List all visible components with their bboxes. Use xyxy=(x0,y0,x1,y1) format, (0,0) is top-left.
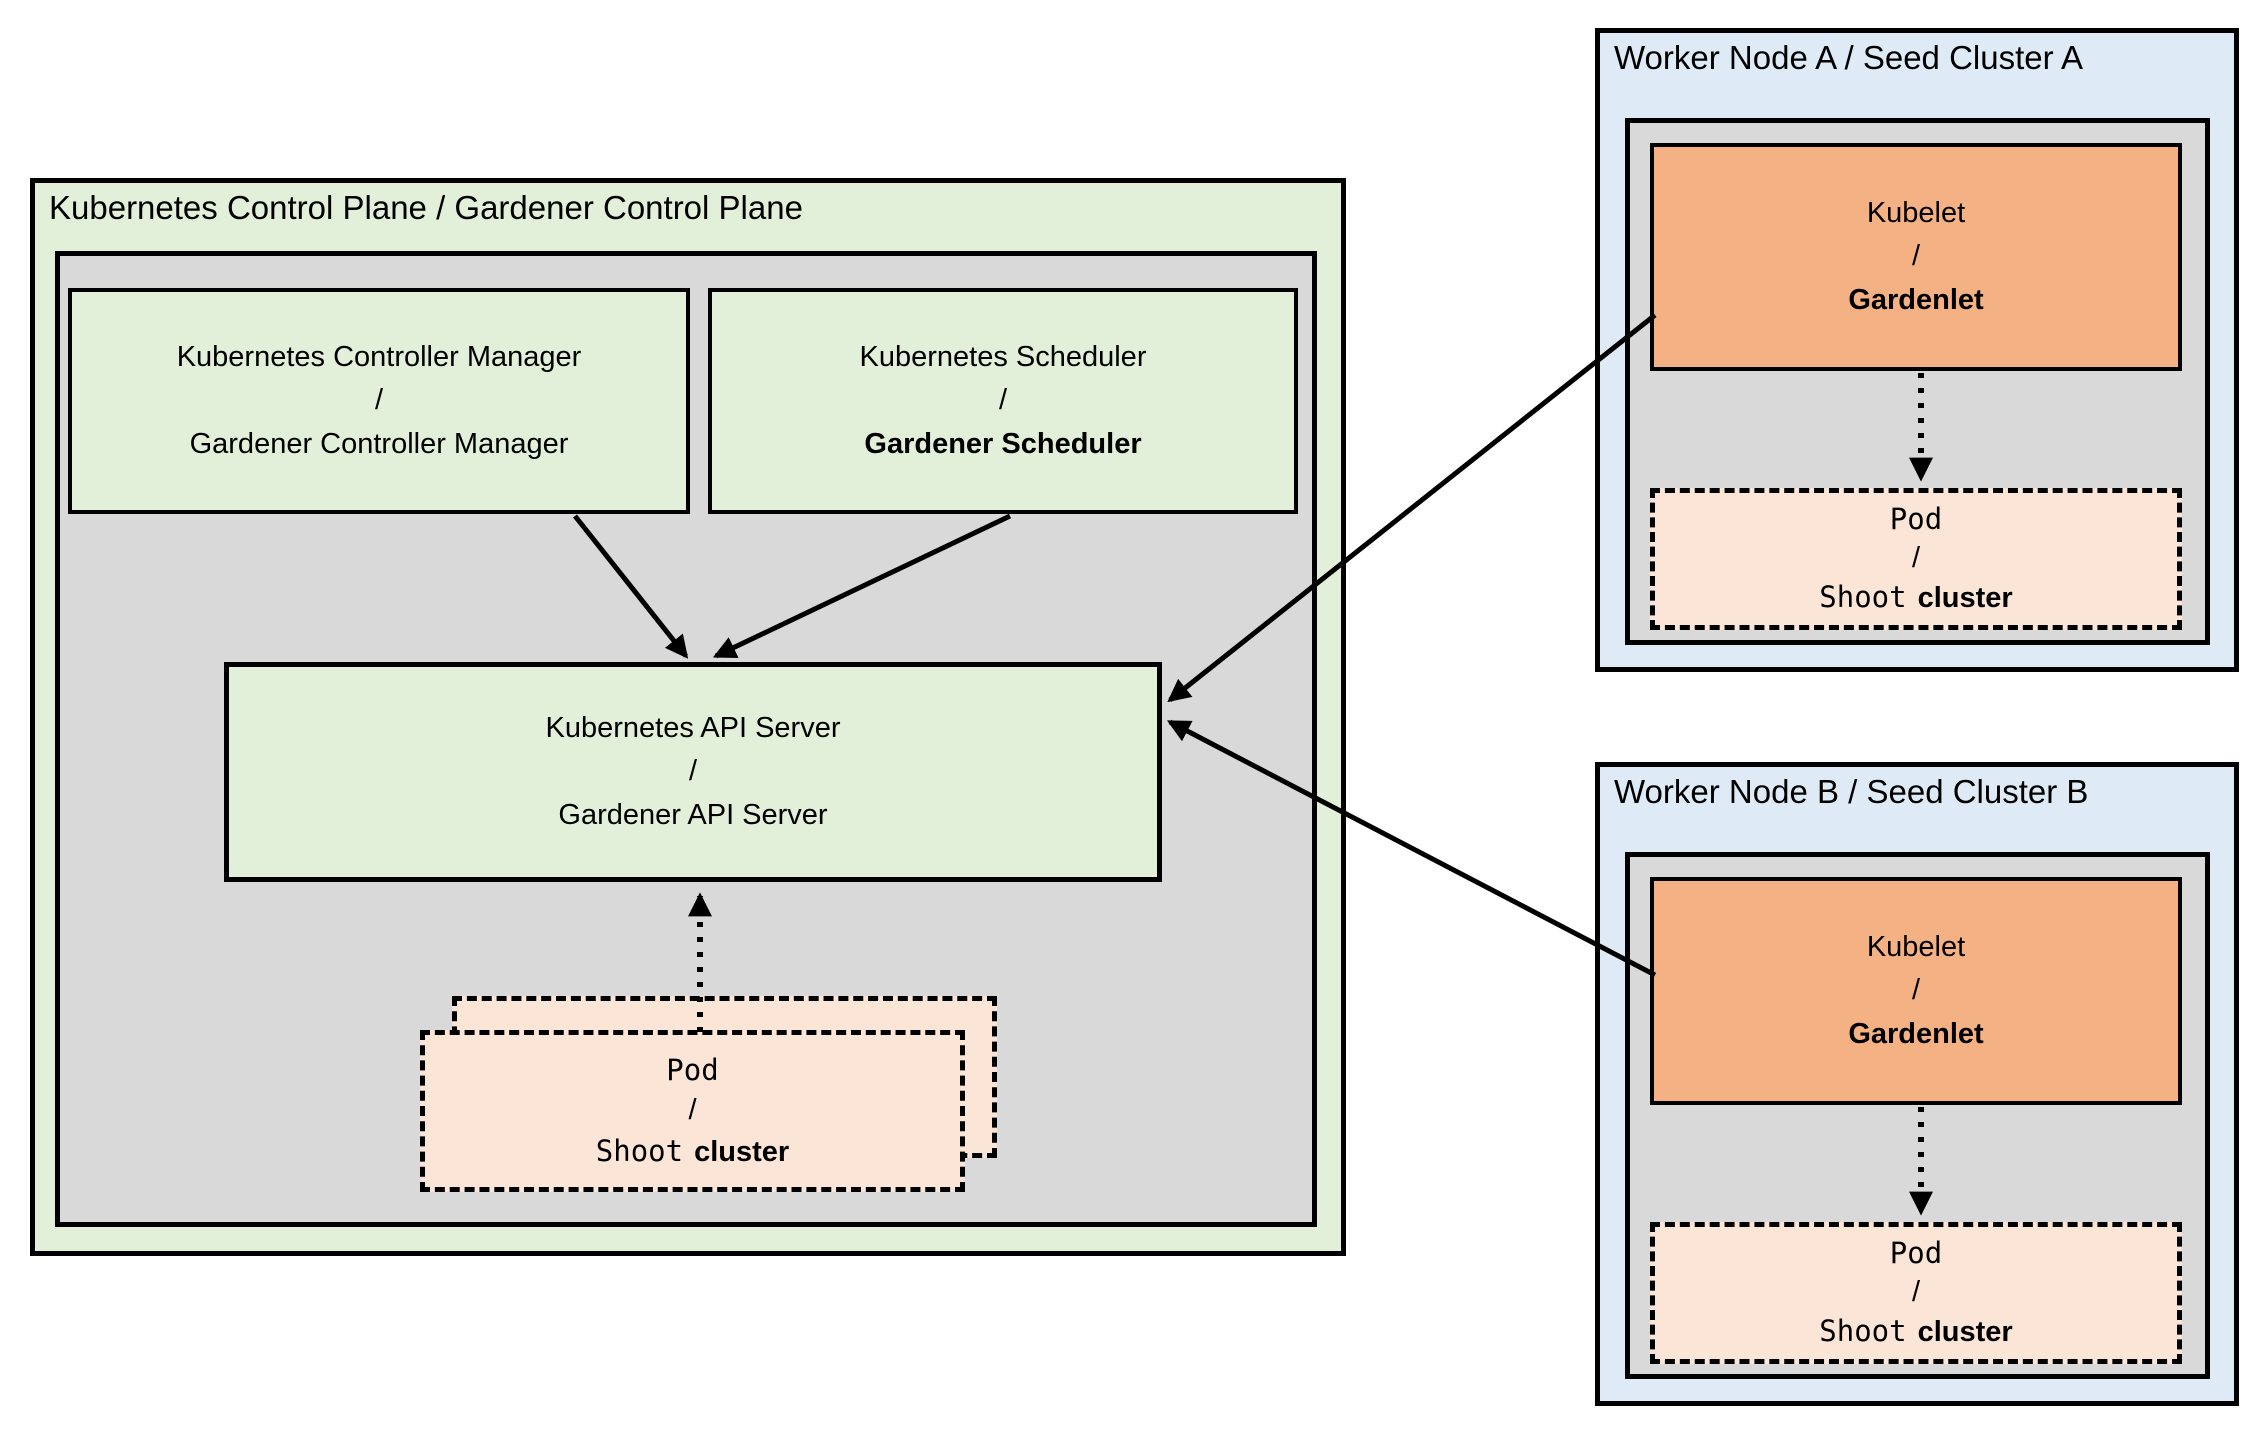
control-plane-box: Kubernetes Control Plane / Gardener Cont… xyxy=(30,178,1346,1256)
pod-a-label-sep: / xyxy=(1911,541,1921,574)
kubelet-a-label-bottom: Gardenlet xyxy=(1848,283,1984,316)
controller-manager-label-bottom: Gardener Controller Manager xyxy=(189,427,569,460)
kubelet-a-label-top: Kubelet xyxy=(1866,196,1966,229)
control-plane-title: Kubernetes Control Plane / Gardener Cont… xyxy=(49,189,803,226)
controller-manager-label-sep: / xyxy=(374,384,384,417)
pod-label-shoot: Shoot xyxy=(595,1133,684,1168)
worker-node-a-inner-box: Kubelet / Gardenlet Pod / Shoot cluster xyxy=(1625,118,2210,645)
pod-label-sep: / xyxy=(688,1094,697,1127)
pod-b-label-cluster: cluster xyxy=(1917,1316,2013,1349)
pod-a-label-shoot: Shoot xyxy=(1819,580,1907,615)
api-server-label-sep: / xyxy=(688,755,698,788)
kubelet-a-box: Kubelet / Gardenlet xyxy=(1650,143,2182,371)
api-server-label-bottom: Gardener API Server xyxy=(558,798,828,831)
worker-node-a-box: Worker Node A / Seed Cluster A Kubelet /… xyxy=(1595,28,2239,672)
worker-node-b-title: Worker Node B / Seed Cluster B xyxy=(1614,773,2089,810)
kubelet-b-box: Kubelet / Gardenlet xyxy=(1650,877,2182,1105)
worker-node-a-title: Worker Node A / Seed Cluster A xyxy=(1614,39,2083,76)
pod-b-label-sep: / xyxy=(1911,1275,1921,1308)
pod-label-cluster: cluster xyxy=(694,1135,790,1168)
api-server-label-top: Kubernetes API Server xyxy=(545,711,841,744)
pod-shoot-a-box: Pod / Shoot cluster xyxy=(1650,488,2182,630)
api-server-box: Kubernetes API Server / Gardener API Ser… xyxy=(224,662,1162,882)
kubelet-b-label-top: Kubelet xyxy=(1866,930,1966,963)
controller-manager-label-top: Kubernetes Controller Manager xyxy=(176,340,582,373)
pod-b-label-shoot: Shoot xyxy=(1819,1314,1907,1349)
worker-node-b-inner-box: Kubelet / Gardenlet Pod / Shoot cluster xyxy=(1625,852,2210,1379)
pod-shoot-box-front: Pod / Shoot cluster xyxy=(420,1030,965,1192)
kubelet-a-label-sep: / xyxy=(1911,240,1921,273)
pod-b-label-top: Pod xyxy=(1889,1235,1943,1270)
scheduler-label-bottom: Gardener Scheduler xyxy=(864,427,1142,460)
kubelet-b-label-bottom: Gardenlet xyxy=(1848,1017,1984,1050)
controller-manager-box: Kubernetes Controller Manager / Gardener… xyxy=(68,288,690,514)
scheduler-label-top: Kubernetes Scheduler xyxy=(859,340,1147,373)
worker-node-b-box: Worker Node B / Seed Cluster B Kubelet /… xyxy=(1595,762,2239,1406)
pod-a-label-top: Pod xyxy=(1889,501,1943,536)
pod-label-top: Pod xyxy=(666,1052,719,1087)
kubelet-b-label-sep: / xyxy=(1911,974,1921,1007)
scheduler-label-sep: / xyxy=(998,384,1008,417)
pod-shoot-b-box: Pod / Shoot cluster xyxy=(1650,1222,2182,1364)
scheduler-box: Kubernetes Scheduler / Gardener Schedule… xyxy=(708,288,1298,514)
pod-a-label-cluster: cluster xyxy=(1917,582,2013,615)
control-plane-inner-box: Kubernetes Controller Manager / Gardener… xyxy=(55,251,1317,1227)
